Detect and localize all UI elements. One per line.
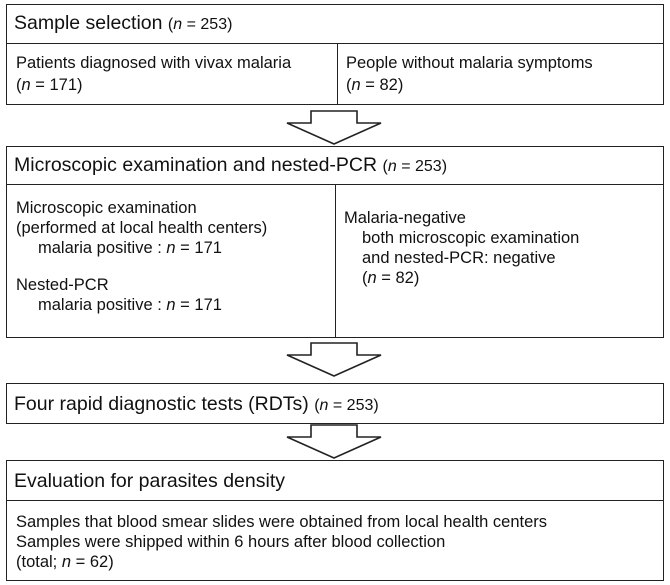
vivax-patients-label: Patients diagnosed with vivax malaria	[16, 54, 292, 72]
down-arrow-icon	[286, 424, 382, 459]
blood-smear-note: Samples that blood smear slides were obt…	[16, 513, 548, 531]
total-count: (total; n = 62)	[16, 553, 114, 571]
pcr-negative-label: and nested-PCR: negative	[362, 249, 556, 267]
parasite-density-header: Evaluation for parasites density	[7, 461, 663, 501]
shipping-note: Samples were shipped within 6 hours afte…	[16, 533, 446, 551]
no-symptoms-count: (n = 82)	[346, 76, 404, 94]
sample-selection-title: Sample selection (n = 253)	[14, 12, 233, 34]
parasite-density-box: Evaluation for parasites density Samples…	[6, 460, 664, 581]
malaria-negative-cell: Malaria-negative both microscopic examin…	[336, 185, 663, 337]
examination-divider	[335, 185, 336, 337]
vivax-patients-cell: Patients diagnosed with vivax malaria (n…	[7, 44, 337, 104]
down-arrow-icon	[286, 110, 382, 145]
sample-divider	[337, 44, 338, 104]
microscopy-positive-count: malaria positive : n = 171	[38, 239, 222, 257]
rdt-box: Four rapid diagnostic tests (RDTs) (n = …	[6, 383, 664, 424]
local-health-centers-label: (performed at local health centers)	[16, 219, 268, 237]
down-arrow-icon	[286, 342, 382, 377]
both-negative-label: both microscopic examination	[362, 229, 580, 247]
vivax-patients-count: (n = 171)	[16, 76, 83, 94]
malaria-negative-label: Malaria-negative	[344, 209, 466, 227]
nested-pcr-label: Nested-PCR	[16, 276, 109, 294]
sample-selection-header: Sample selection (n = 253)	[7, 5, 663, 44]
microscopic-exam-label: Microscopic examination	[16, 199, 197, 217]
parasite-density-title: Evaluation for parasites density	[14, 470, 285, 492]
no-symptoms-label: People without malaria symptoms	[346, 54, 593, 72]
malaria-negative-count: (n = 82)	[362, 269, 420, 287]
no-symptoms-cell: People without malaria symptoms (n = 82)	[338, 44, 663, 104]
examination-title: Microscopic examination and nested-PCR (…	[14, 154, 448, 176]
sample-selection-box: Sample selection (n = 253) Patients diag…	[6, 4, 664, 105]
pcr-positive-count: malaria positive : n = 171	[38, 296, 222, 314]
examination-box: Microscopic examination and nested-PCR (…	[6, 146, 664, 338]
examination-header: Microscopic examination and nested-PCR (…	[7, 147, 663, 185]
malaria-positive-cell: Microscopic examination (performed at lo…	[7, 185, 335, 337]
rdt-title: Four rapid diagnostic tests (RDTs) (n = …	[14, 393, 379, 415]
